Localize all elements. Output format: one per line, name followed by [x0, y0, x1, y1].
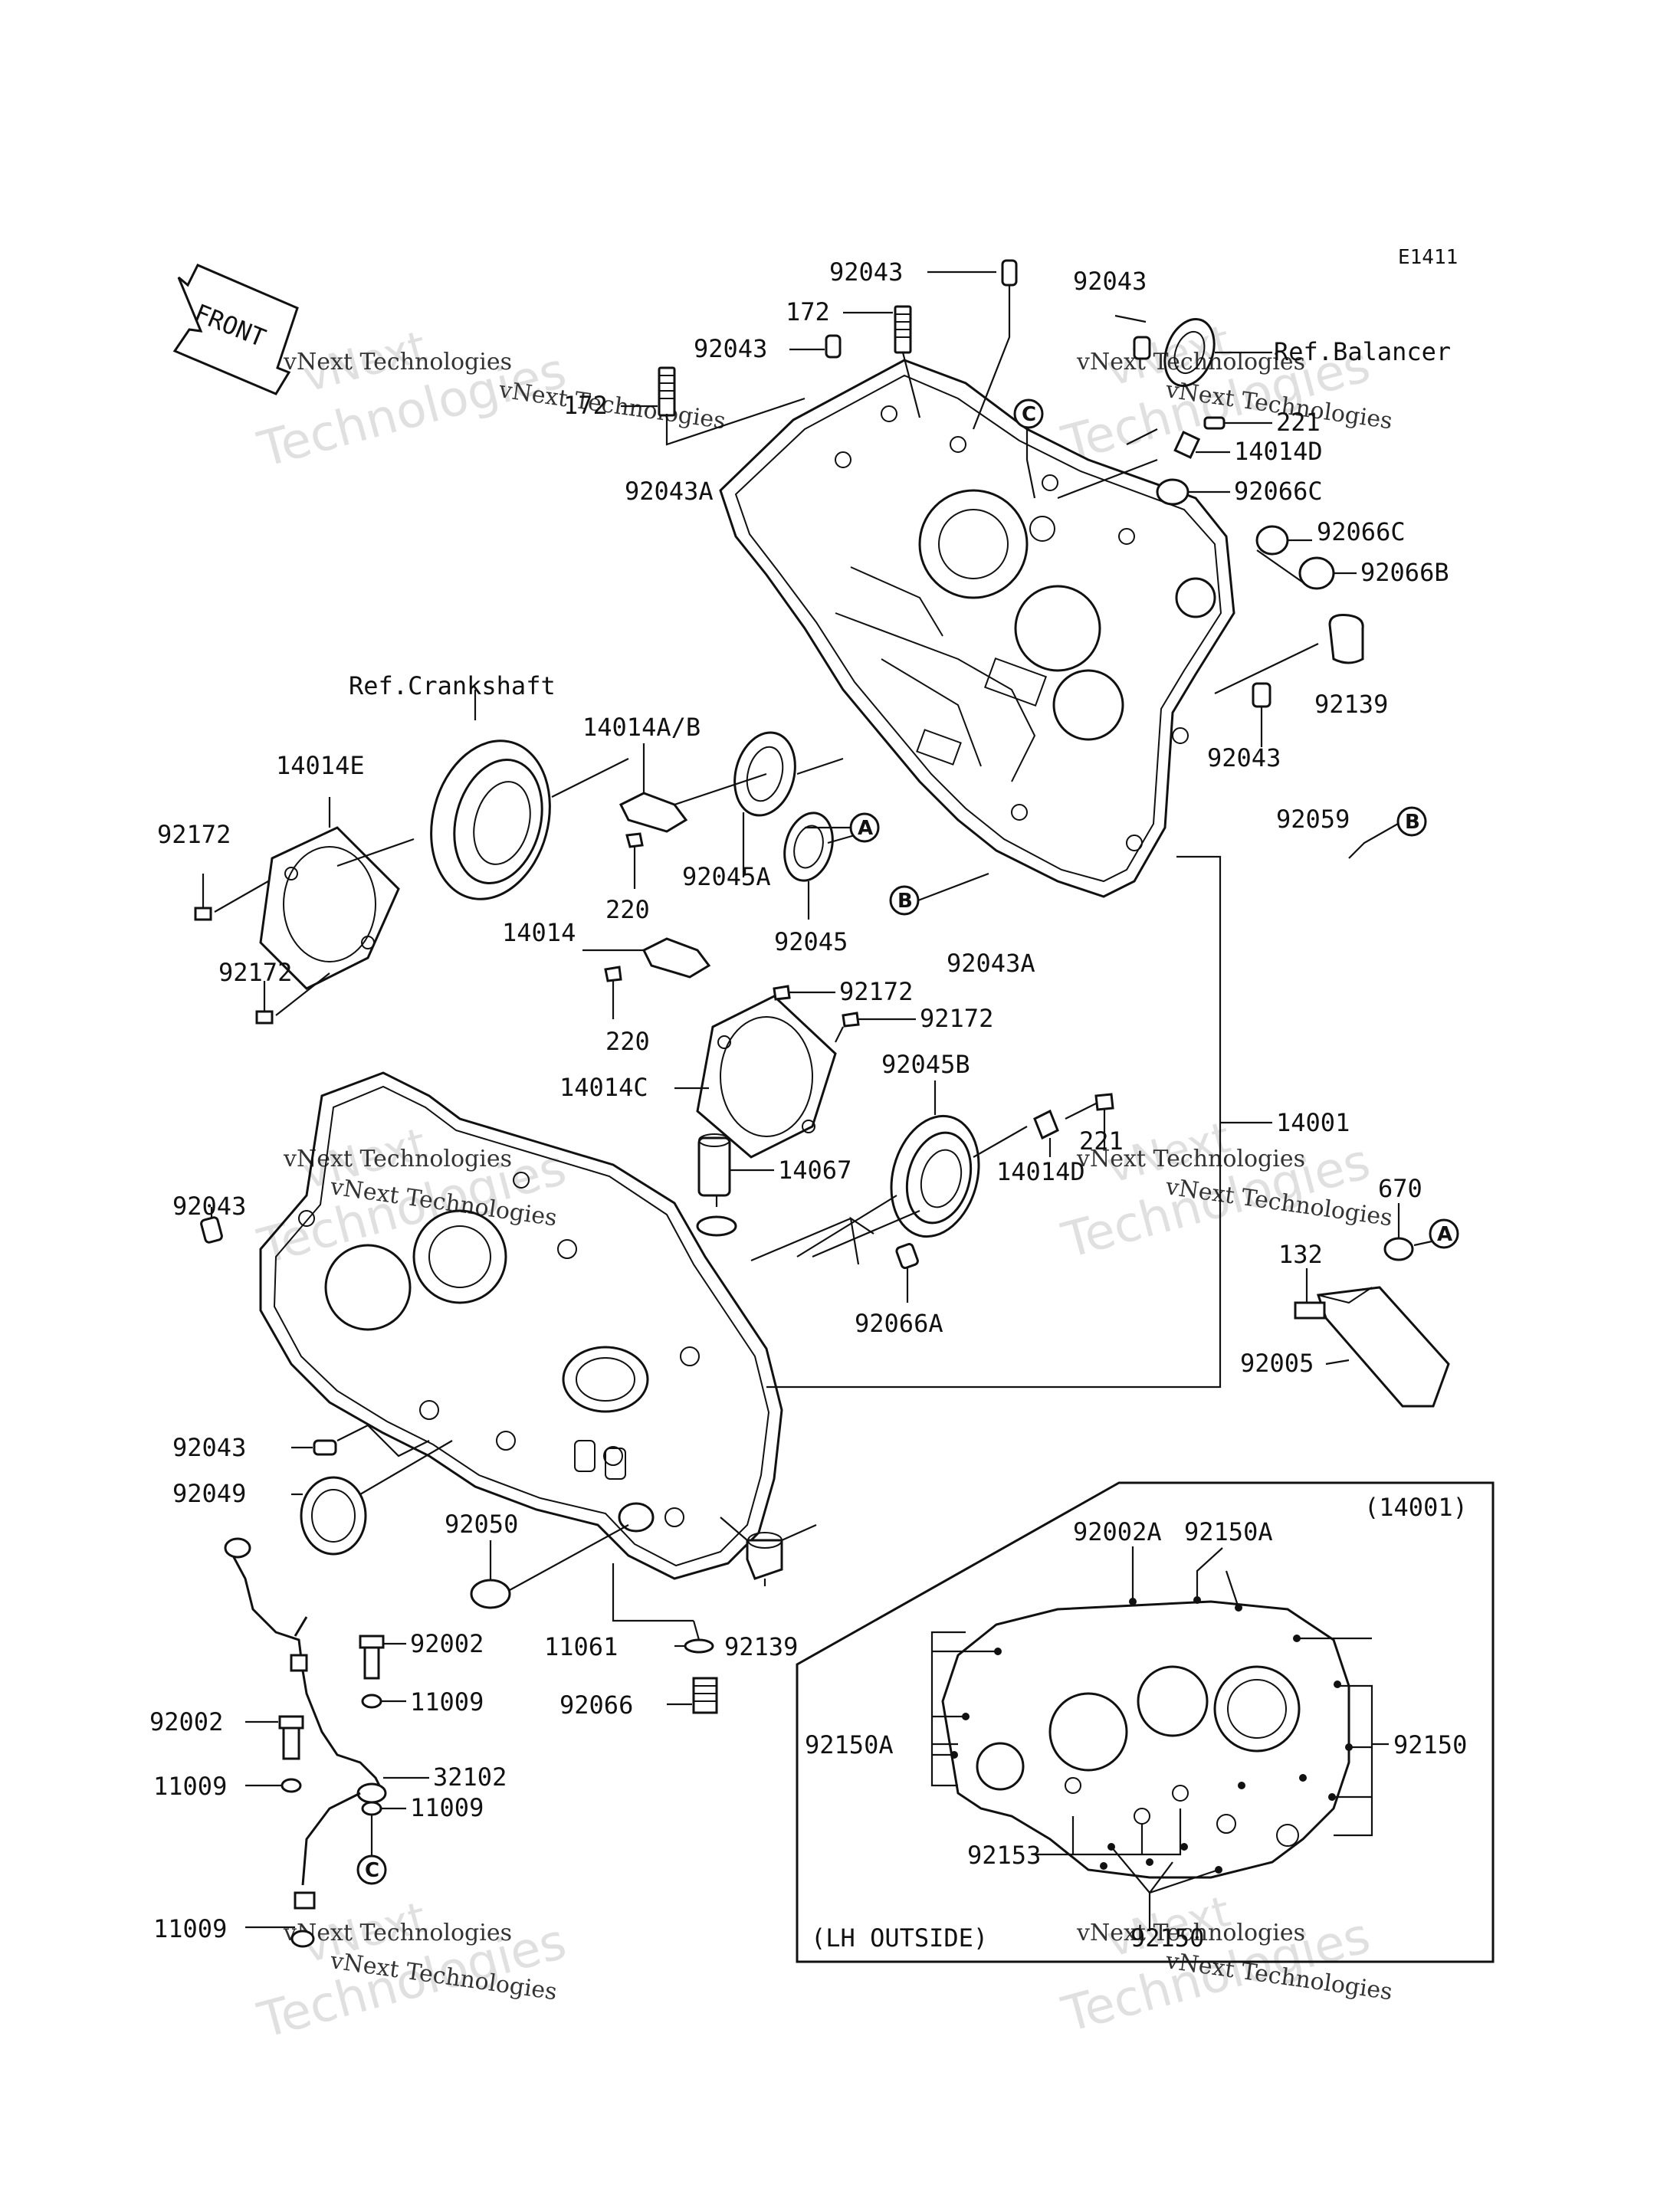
label-92066A: 92066A [855, 1309, 943, 1338]
label-220: 220 [605, 1027, 650, 1056]
watermark-small: vNext Technologies [497, 376, 727, 434]
label-92005: 92005 [1240, 1349, 1314, 1378]
label-221: 221 [1276, 408, 1321, 437]
label-92043: 92043 [1207, 743, 1281, 772]
label-14014E: 14014E [276, 751, 365, 780]
label-11061: 11061 [544, 1632, 618, 1661]
label-172: 172 [786, 297, 830, 326]
watermark-small: vNext Technologies [1076, 1146, 1305, 1172]
label-14067: 14067 [778, 1156, 851, 1185]
balancer-seal [1163, 317, 1272, 388]
label-92049: 92049 [172, 1479, 246, 1508]
crank-bearings [194, 690, 855, 1025]
label-92002: 92002 [149, 1707, 223, 1736]
label-92150A: 92150A [1184, 1517, 1273, 1546]
front-arrow: FRONT [172, 264, 299, 395]
label-92043A: 92043A [625, 477, 714, 506]
lower-left-parts [200, 1207, 817, 1714]
label-11009: 11009 [410, 1793, 484, 1822]
label-11009: 11009 [153, 1914, 227, 1943]
label-132: 132 [1278, 1240, 1323, 1269]
label-92043: 92043 [829, 257, 903, 287]
label-92172: 92172 [839, 977, 913, 1006]
letter-callouts: C A B B A C [356, 398, 1459, 1885]
label-ref-crankshaft: Ref.Crankshaft [349, 671, 556, 700]
label-92150: 92150 [1130, 1923, 1204, 1953]
upper-right-small-parts [1057, 416, 1364, 747]
label-ref-balancer: Ref.Balancer [1274, 337, 1451, 366]
inset-header: (14001) [1364, 1493, 1468, 1522]
callout-b: B [897, 890, 913, 913]
inset-panel: (14001) (LH OUTSIDE) [796, 1481, 1495, 1963]
callout-a: A [858, 817, 873, 840]
label-92172: 92172 [157, 820, 231, 849]
label-92045: 92045 [774, 927, 848, 956]
label-14014A-B: 14014A/B [582, 713, 701, 742]
label-92002A: 92002A [1073, 1517, 1162, 1546]
label-92066C: 92066C [1317, 517, 1406, 546]
watermark-small: vNext Technologies [283, 1146, 512, 1172]
label-14001: 14001 [1276, 1108, 1350, 1137]
bracket-14001 [766, 855, 1272, 1389]
label-92043: 92043 [1073, 267, 1147, 296]
plates [582, 743, 767, 1019]
label-92045B: 92045B [881, 1050, 970, 1079]
oil-pipe-assembly [224, 1537, 429, 1948]
pins-top [621, 259, 1151, 446]
label-92172: 92172 [920, 1004, 993, 1033]
label-92002: 92002 [410, 1629, 484, 1658]
label-670: 670 [1378, 1174, 1422, 1203]
label-92150: 92150 [1393, 1730, 1467, 1759]
watermark-small: vNext Technologies [1076, 1920, 1305, 1946]
label-11009: 11009 [153, 1772, 227, 1801]
label-14014D: 14014D [1234, 437, 1323, 466]
label-92066C: 92066C [1234, 477, 1323, 506]
label-92153: 92153 [967, 1841, 1041, 1870]
inset-footer: (LH OUTSIDE) [811, 1923, 988, 1953]
watermark-small: vNext Technologies [283, 349, 512, 375]
label-32102: 32102 [433, 1763, 507, 1792]
cover-14014C [674, 985, 1114, 1258]
label-220: 220 [605, 895, 650, 924]
label-92043A: 92043A [947, 949, 1035, 978]
diagram-code: E1411 [1398, 246, 1458, 269]
label-92059: 92059 [1276, 805, 1350, 834]
callout-a: A [1437, 1223, 1452, 1246]
label-92045A: 92045A [682, 862, 771, 891]
callout-c: C [365, 1859, 379, 1882]
label-92043: 92043 [172, 1192, 246, 1221]
label-172: 172 [563, 391, 608, 420]
left-crankcase-half [259, 1071, 783, 1580]
label-11009: 11009 [410, 1687, 484, 1717]
label-92066B: 92066B [1360, 558, 1449, 587]
callout-b: B [1405, 811, 1420, 834]
label-92172: 92172 [218, 958, 292, 987]
part-labels: E1411 Ref.Balancer Ref.Crankshaft 92043 … [149, 246, 1467, 1953]
label-92150A: 92150A [805, 1730, 894, 1759]
label-92139: 92139 [724, 1632, 798, 1661]
breather-92005 [1294, 1203, 1450, 1408]
right-crankcase-half [719, 359, 1235, 898]
watermark-small: vNext Technologies [283, 1920, 512, 1946]
label-14014D: 14014D [996, 1157, 1085, 1186]
label-92043: 92043 [694, 334, 767, 363]
label-92043: 92043 [172, 1433, 246, 1462]
callout-c: C [1022, 403, 1036, 426]
label-92139: 92139 [1314, 690, 1388, 719]
label-221: 221 [1079, 1126, 1124, 1156]
label-14014C: 14014C [559, 1073, 648, 1102]
bushing-14067 [696, 1133, 919, 1303]
label-92050: 92050 [445, 1510, 518, 1539]
label-14014: 14014 [502, 918, 576, 947]
label-92066: 92066 [559, 1690, 633, 1720]
